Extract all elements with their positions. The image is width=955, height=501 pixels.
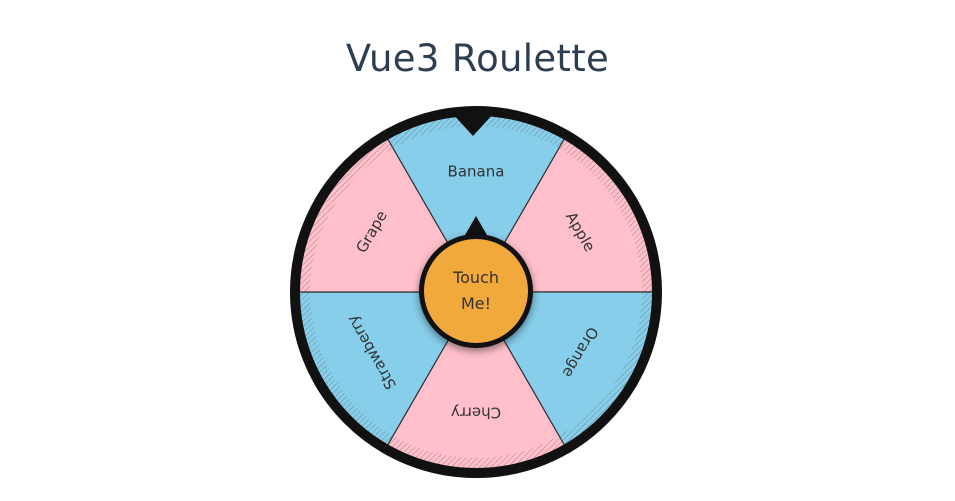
spin-button-label: Touch Me! <box>453 268 499 313</box>
wheel-segment-label: Cherry <box>451 404 501 422</box>
spin-button[interactable]: Touch Me! <box>419 234 533 348</box>
page-title: Vue3 Roulette <box>345 36 610 80</box>
wheel-segment-label: Banana <box>448 163 505 181</box>
wheel-pointer-icon <box>451 112 495 136</box>
